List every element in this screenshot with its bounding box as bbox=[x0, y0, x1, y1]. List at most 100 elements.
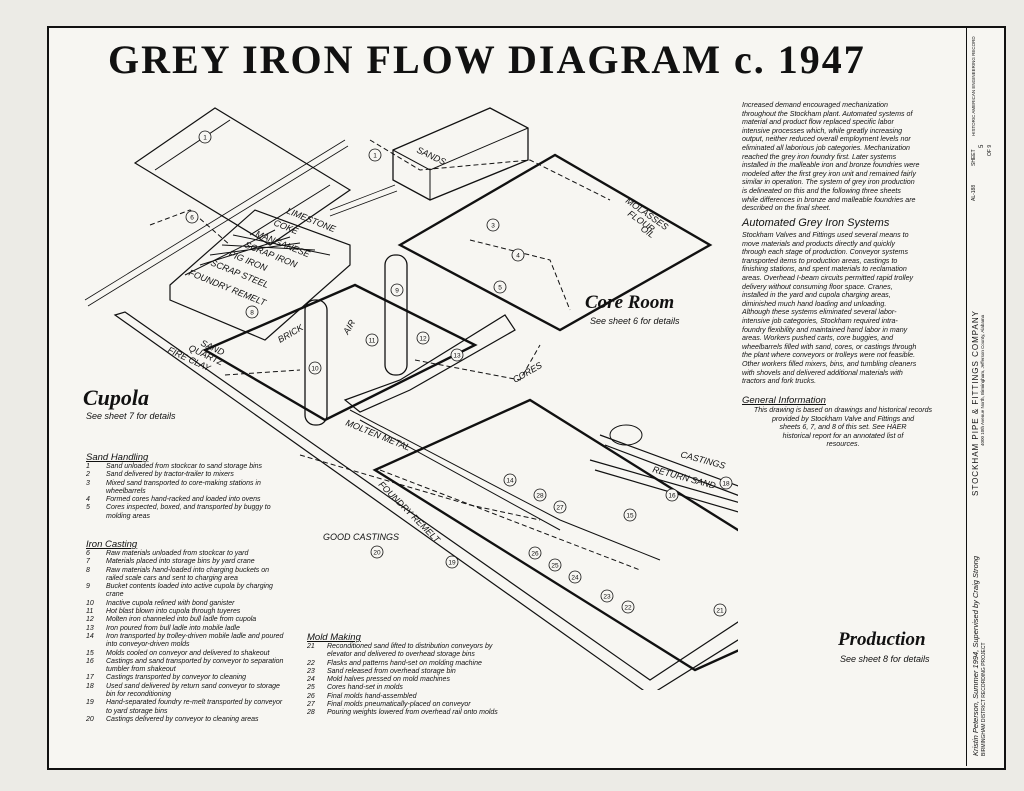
cupola-area-outline bbox=[202, 283, 478, 422]
title-block-sheet: 5 bbox=[979, 144, 985, 148]
legend-item-text: Sand unloaded from stockcar to sand stor… bbox=[106, 463, 263, 470]
legend-item-text: Used sand delivered by return sand conve… bbox=[106, 682, 280, 699]
title-block-sheet-label: SHEET bbox=[971, 149, 977, 166]
section-title-cupola: Cupola bbox=[83, 385, 150, 410]
legend-item-text: Raw materials unloaded from stockcar to … bbox=[106, 550, 249, 557]
svg-text:19: 19 bbox=[448, 560, 456, 567]
legend-item-text: Formed cores hand-racked and loaded into… bbox=[106, 496, 261, 504]
paragraph-line: areas. Workers pushed carts, core buggie… bbox=[742, 334, 894, 343]
label-sands: SANDS bbox=[415, 145, 447, 167]
cupola-stack bbox=[384, 254, 408, 376]
svg-text:6: 6 bbox=[190, 215, 194, 222]
legend-heading-sand: Sand Handling bbox=[86, 452, 149, 463]
label-good-castings: GOOD CASTINGS bbox=[323, 532, 399, 542]
legend-item-text: Castings delivered by conveyor to cleani… bbox=[106, 715, 259, 723]
legend-item-text: Castings transported by conveyor to clea… bbox=[106, 674, 247, 682]
legend-item-number: 21 bbox=[307, 643, 315, 650]
paragraph-line: wheelbarrels filled with sand, cores, or… bbox=[742, 342, 917, 351]
rail-track bbox=[329, 184, 398, 217]
svg-text:16: 16 bbox=[668, 493, 676, 500]
drawing-title: GREY IRON FLOW DIAGRAM c. 1947 bbox=[108, 37, 866, 82]
legend-item-number: 4 bbox=[86, 496, 90, 504]
paragraph-line: installed in the yard and cupola chargin… bbox=[742, 291, 891, 300]
legend-item: 4 Formed cores hand-racked and loaded int… bbox=[86, 496, 286, 504]
paragraph-line: diminished much hand loading and unloadi… bbox=[742, 299, 887, 308]
molten-metal-conveyor bbox=[343, 314, 516, 413]
svg-text:11: 11 bbox=[369, 338, 376, 345]
svg-text:23: 23 bbox=[603, 594, 611, 601]
legend-item-text: Mixed sand transported to core-making st… bbox=[106, 479, 261, 495]
label-air: AIR bbox=[341, 318, 358, 337]
paragraph-line: transported items to production areas, c… bbox=[742, 256, 898, 265]
automated-paragraph: Stockham Valves and Fittings used severa… bbox=[742, 231, 944, 386]
svg-text:15: 15 bbox=[626, 513, 634, 520]
automated-heading: Automated Grey Iron Systems bbox=[742, 217, 890, 229]
paragraph-line: provided by Stockham Valve and Fittings … bbox=[771, 414, 915, 423]
section-sub-core-room: See sheet 6 for details bbox=[590, 316, 680, 326]
paragraph-line: modeled after the first grey iron unit a… bbox=[742, 169, 916, 178]
legend-item-number: 14 bbox=[86, 632, 94, 640]
paragraph-line: This drawing is based on drawings and hi… bbox=[753, 406, 933, 414]
legend-item-text: Bucket contents loaded into active cupol… bbox=[106, 583, 273, 599]
legend-item-text: Sand delivered by tractor-trailer to mix… bbox=[106, 471, 234, 479]
svg-text:25: 25 bbox=[551, 563, 559, 570]
legend-item-text: Flasks and patterns hand-set on molding … bbox=[327, 659, 482, 667]
legend-item-number: 9 bbox=[86, 583, 90, 591]
svg-text:10: 10 bbox=[311, 366, 319, 373]
paragraph-line: throughout the Stockham plant. Automated… bbox=[742, 109, 913, 118]
legend-item-text: Reconditioned sand lifted to distributio… bbox=[327, 643, 493, 659]
legend-item-number: 26 bbox=[307, 692, 315, 700]
paragraph-line: Increased demand encouraged mechanizatio… bbox=[742, 101, 888, 109]
svg-text:24: 24 bbox=[571, 575, 579, 582]
title-block-address: 4000 10th Avenue North, Birmingham, Jeff… bbox=[980, 314, 985, 446]
svg-text:22: 22 bbox=[624, 605, 632, 612]
legend-item-text: Molten iron channeled into bull ladle fr… bbox=[106, 616, 257, 624]
legend-item-number: 10 bbox=[86, 599, 94, 607]
section-sub-production: See sheet 8 for details bbox=[840, 654, 930, 664]
cupola-stack bbox=[304, 299, 328, 426]
castings-conveyor bbox=[599, 434, 738, 496]
paragraph-line: Stockham Valves and Fittings used severa… bbox=[742, 231, 909, 239]
legend-item-number: 7 bbox=[86, 558, 90, 566]
legend-item-text: Molds cooled on conveyor and delivered t… bbox=[106, 649, 270, 657]
legend-item-text: Hand-separated foundry re-melt transport… bbox=[106, 699, 283, 715]
legend-item: 6 Raw materials unloaded from stockcar to… bbox=[86, 550, 286, 558]
paragraph-line: intensive job categories, Stockham requi… bbox=[742, 316, 898, 325]
paragraph-line: delivery without consuming floor space. … bbox=[742, 282, 893, 291]
paragraph-line: reached the grey iron foundry first. Lat… bbox=[742, 152, 897, 161]
legend-item: 9 Bucket contents loaded into active cupo… bbox=[86, 583, 286, 600]
title-block-haer-no: AL-188 bbox=[971, 184, 977, 201]
paragraph-line: described on the final sheet. bbox=[742, 204, 831, 213]
section-title-production: Production bbox=[838, 629, 926, 650]
legend-item-number: 24 bbox=[307, 676, 315, 684]
title-block-company: STOCKHAM PIPE & FITTINGS COMPANY bbox=[971, 310, 980, 496]
svg-text:21: 21 bbox=[716, 608, 724, 615]
title-block-agency: HISTORIC AMERICAN ENGINEERING RECORD bbox=[971, 36, 976, 136]
label-brick: BRICK bbox=[276, 322, 306, 345]
svg-text:28: 28 bbox=[536, 493, 544, 500]
paragraph-line: tractors and fork trucks. bbox=[742, 377, 817, 386]
legend-item: 21 Reconditioned sand lifted to distribut… bbox=[307, 643, 517, 660]
legend-item-text: Pouring weights lowered from overhead ra… bbox=[327, 709, 498, 717]
paragraph-line: Other workers filled mixers, bins, and t… bbox=[742, 359, 917, 368]
paragraph-line: installed in the malleable iron and bron… bbox=[742, 161, 920, 170]
title-block-project: BIRMINGHAM DISTRICT RECORDING PROJECT bbox=[981, 642, 987, 756]
legend-item-number: 6 bbox=[86, 550, 90, 557]
paragraph-line: with shovels and delivered additional ma… bbox=[742, 368, 903, 377]
paragraph-line: similar in operation. The system of grey… bbox=[742, 178, 915, 187]
return-sand-conveyor bbox=[589, 459, 738, 513]
svg-text:14: 14 bbox=[506, 478, 514, 485]
